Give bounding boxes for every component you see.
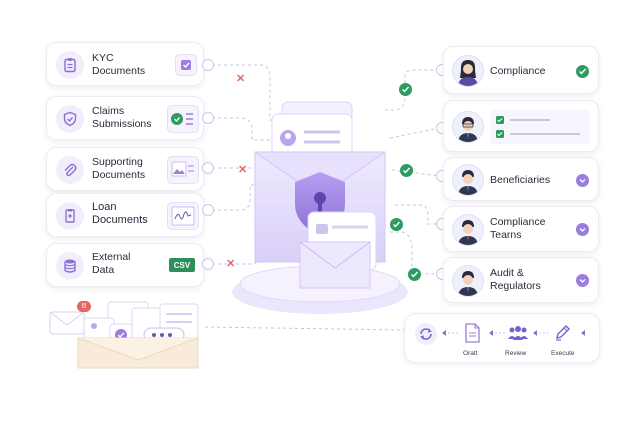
recipient-card-beneficiaries[interactable]: Beneficiaries: [443, 157, 599, 201]
person-avatar-icon: [452, 164, 484, 196]
status-check-icon: [390, 218, 403, 231]
source-card-external[interactable]: External Data CSV: [46, 243, 204, 287]
connector-node: [202, 112, 214, 124]
chevron-down-icon[interactable]: [576, 174, 589, 187]
checklist-panel: [490, 110, 590, 144]
source-label-line1: Supporting: [92, 156, 143, 168]
connector-node: [202, 162, 214, 174]
source-label-line1: Loan: [92, 201, 117, 213]
recipient-card-checklist[interactable]: [443, 100, 599, 152]
person-avatar-icon: [452, 265, 484, 297]
person-avatar-icon: [452, 214, 484, 246]
source-label-line1: Claims: [92, 105, 125, 117]
connector-node: [202, 204, 214, 216]
loan-doc-icon: [56, 202, 84, 230]
approved-check-icon: [400, 164, 413, 177]
source-card-supporting[interactable]: Supporting Documents: [46, 147, 204, 191]
secure-vault-illustration: [232, 101, 408, 314]
checklist-icon: [167, 105, 199, 133]
paperclip-icon: [56, 156, 84, 184]
recipient-label-line1: Audit &: [490, 267, 524, 279]
source-card-kyc[interactable]: KYC Documents: [46, 42, 204, 86]
workflow-step-draft: Oratt: [463, 350, 478, 357]
source-card-claims[interactable]: Claims Submissions: [46, 96, 204, 140]
connector-node: [202, 59, 214, 71]
workflow-step-review: Review: [505, 350, 527, 357]
source-label-line2: Documents: [92, 214, 148, 226]
recipient-label-line2: Regulators: [490, 280, 541, 292]
rejected-x-icon: ✕: [226, 258, 236, 270]
review-team-icon[interactable]: [507, 325, 529, 341]
document-envelope-illustration: [49, 301, 199, 369]
source-label-line2: Data: [92, 264, 115, 276]
clipboard-icon: [56, 51, 84, 79]
source-label-line1: KYC: [92, 52, 114, 64]
source-label-line2: Submissions: [92, 118, 152, 130]
csv-badge: CSV: [169, 258, 195, 272]
workflow-arrows: [442, 330, 585, 336]
source-card-loan[interactable]: Loan Documents: [46, 193, 204, 237]
source-label-line2: Documents: [92, 169, 146, 181]
source-label-line1: External: [92, 251, 131, 263]
refresh-icon[interactable]: [415, 323, 437, 345]
rejected-x-icon: ✕: [236, 73, 246, 85]
approved-check-icon: [399, 83, 412, 96]
recipient-label-line1: Compliance: [490, 216, 546, 228]
workflow-step-execute: Execute: [551, 350, 575, 357]
database-icon: [56, 252, 84, 280]
recipient-label-line1: Beneficiaries: [490, 174, 551, 186]
connector-node: [202, 258, 214, 270]
recipient-card-compliance[interactable]: Compliance: [443, 46, 599, 94]
workflow-bar: Oratt Review Execute: [404, 313, 600, 363]
recipient-card-compliance-teams[interactable]: Compliance Tearns: [443, 206, 599, 252]
shield-check-icon: [56, 105, 84, 133]
execute-pen-icon[interactable]: [553, 322, 573, 342]
checkbox-icon: [175, 54, 197, 76]
image-doc-icon: [167, 156, 199, 184]
signature-icon: [167, 202, 199, 230]
notification-badge: !!: [77, 301, 91, 312]
recipient-label-line2: Tearns: [490, 229, 522, 241]
approved-check-icon: [576, 65, 589, 78]
recipient-label-line1: Compliance: [490, 65, 546, 77]
source-label-line2: Documents: [92, 65, 146, 77]
recipient-card-audit[interactable]: Audit & Regulators: [443, 257, 599, 303]
chevron-down-icon[interactable]: [576, 274, 589, 287]
chevron-down-icon[interactable]: [576, 223, 589, 236]
person-avatar-icon: [452, 111, 484, 143]
rejected-x-icon: ✕: [238, 164, 248, 176]
draft-doc-icon[interactable]: [463, 323, 481, 343]
approved-check-icon: [408, 268, 421, 281]
person-avatar-icon: [452, 55, 484, 87]
